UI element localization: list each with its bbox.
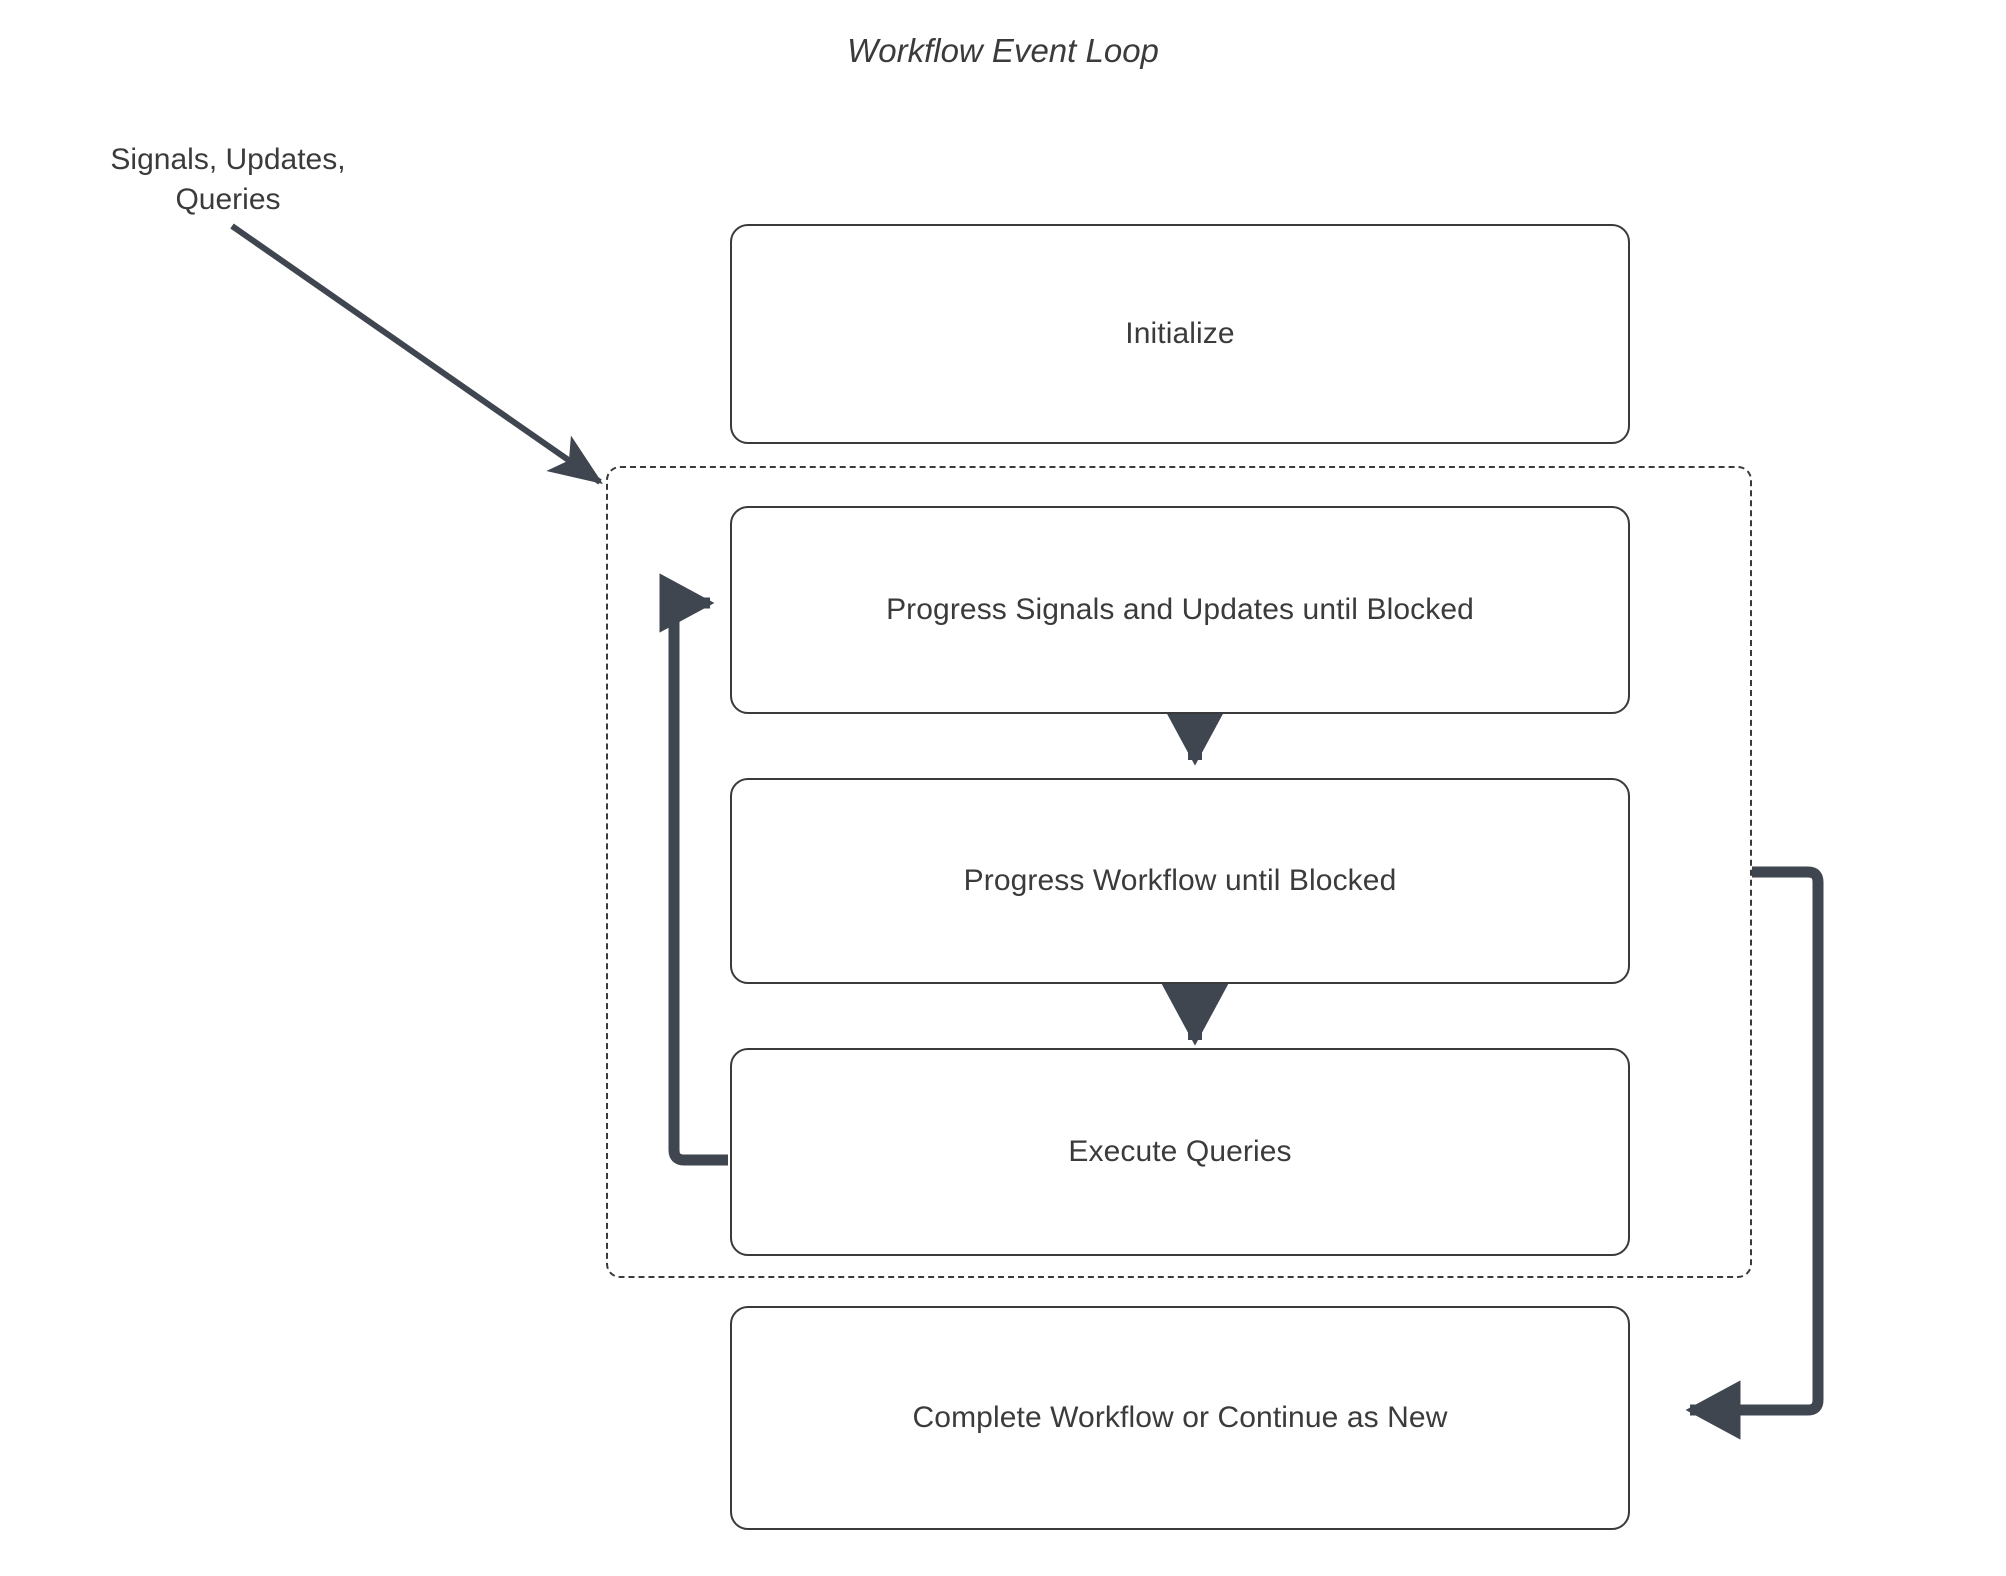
node-progress-signals-label: Progress Signals and Updates until Block… (886, 593, 1474, 626)
page-title: Workflow Event Loop (847, 32, 1159, 69)
node-progress-workflow[interactable]: Progress Workflow until Blocked (730, 778, 1630, 984)
node-initialize-label: Initialize (1125, 317, 1235, 350)
node-complete-workflow[interactable]: Complete Workflow or Continue as New (730, 1306, 1630, 1530)
node-complete-workflow-label: Complete Workflow or Continue as New (912, 1401, 1448, 1434)
node-execute-queries-label: Execute Queries (1068, 1135, 1292, 1168)
node-initialize[interactable]: Initialize (730, 224, 1630, 444)
event-loop-group (606, 466, 1752, 1278)
node-progress-signals[interactable]: Progress Signals and Updates until Block… (730, 506, 1630, 714)
edge-external-input-to-event-loop (230, 223, 603, 485)
external-input-label-line-2: Queries (175, 182, 281, 216)
node-progress-workflow-label: Progress Workflow until Blocked (963, 864, 1397, 897)
external-input-label-line-1: Signals, Updates, (110, 143, 346, 176)
external-input-label: Signals, Updates, Queries (18, 140, 438, 220)
node-execute-queries[interactable]: Execute Queries (730, 1048, 1630, 1256)
